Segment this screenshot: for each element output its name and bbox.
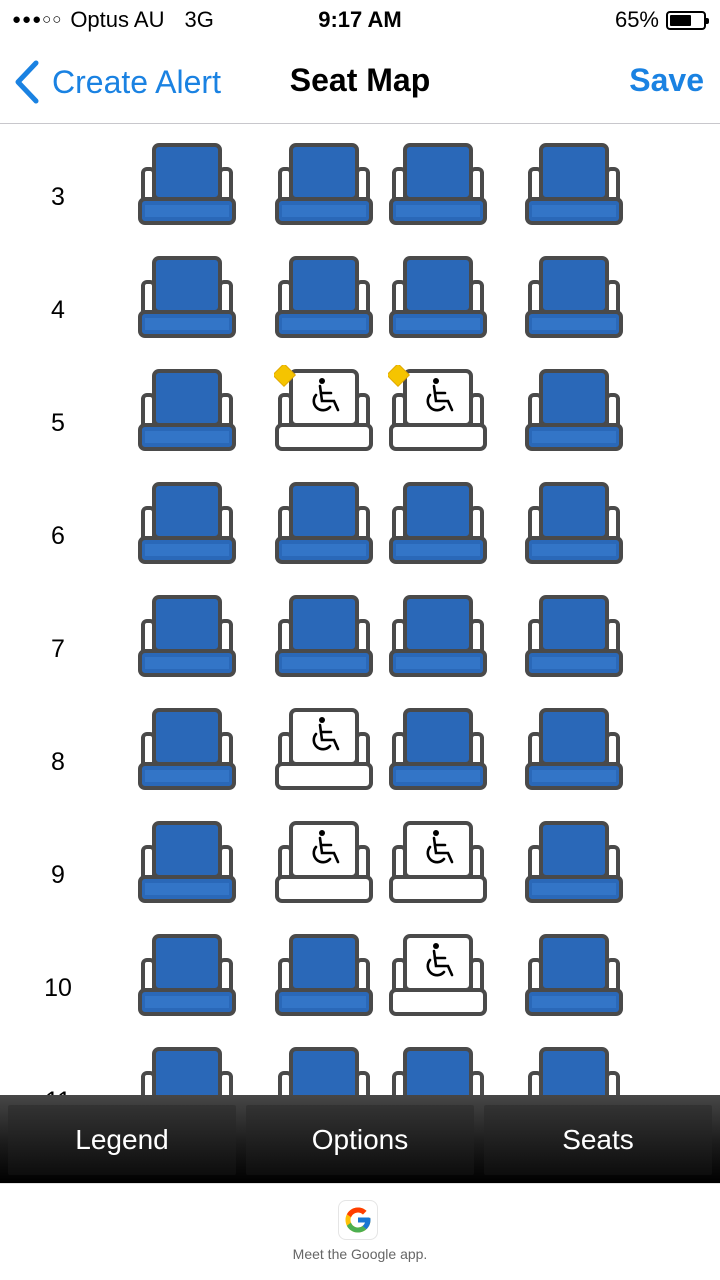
row-number: 6 bbox=[51, 522, 65, 550]
seat-accessible[interactable] bbox=[274, 704, 374, 794]
battery-fill bbox=[670, 14, 691, 26]
signal-strength-icon: ●●●○○ bbox=[12, 10, 63, 28]
seat-standard[interactable] bbox=[388, 704, 488, 794]
seat-standard[interactable] bbox=[137, 1043, 237, 1095]
seat-row: 4 bbox=[0, 252, 720, 352]
seat-map[interactable]: 3 4 5 6 7 8 bbox=[0, 125, 720, 1095]
seat-standard[interactable] bbox=[388, 139, 488, 229]
status-bar: ●●●○○ Optus AU 3G 9:17 AM 65% bbox=[0, 0, 720, 40]
seat-standard[interactable] bbox=[388, 591, 488, 681]
seat-standard[interactable] bbox=[137, 365, 237, 455]
seat-standard[interactable] bbox=[137, 478, 237, 568]
seat-accessible[interactable] bbox=[388, 365, 488, 455]
seat-accessible[interactable] bbox=[388, 817, 488, 907]
seat-standard[interactable] bbox=[524, 139, 624, 229]
seat-standard[interactable] bbox=[274, 930, 374, 1020]
row-number: 3 bbox=[51, 183, 65, 211]
selected-marker-icon bbox=[388, 365, 411, 388]
wheelchair-icon bbox=[426, 943, 454, 977]
seat-row: 8 bbox=[0, 704, 720, 804]
back-button[interactable]: Create Alert bbox=[14, 40, 221, 124]
ad-banner[interactable]: Meet the Google app. bbox=[0, 1183, 720, 1280]
status-right: 65% bbox=[614, 7, 709, 33]
save-button[interactable]: Save bbox=[629, 62, 704, 98]
row-number: 4 bbox=[51, 296, 65, 324]
seat-standard[interactable] bbox=[274, 478, 374, 568]
status-time: 9:17 AM bbox=[318, 7, 402, 32]
seat-standard[interactable] bbox=[524, 365, 624, 455]
seat-standard[interactable] bbox=[137, 252, 237, 342]
seat-standard[interactable] bbox=[524, 1043, 624, 1095]
seat-standard[interactable] bbox=[524, 591, 624, 681]
seat-standard[interactable] bbox=[524, 930, 624, 1020]
selected-marker-icon bbox=[274, 365, 297, 388]
options-button[interactable]: Options bbox=[246, 1105, 474, 1175]
wheelchair-icon bbox=[312, 830, 340, 864]
seat-standard[interactable] bbox=[137, 139, 237, 229]
seats-button[interactable]: Seats bbox=[484, 1105, 712, 1175]
bottom-toolbar: Legend Options Seats bbox=[0, 1095, 720, 1183]
google-g-icon[interactable] bbox=[338, 1200, 378, 1240]
seat-row: 9 bbox=[0, 817, 720, 917]
seat-accessible[interactable] bbox=[274, 365, 374, 455]
seat-accessible[interactable] bbox=[388, 930, 488, 1020]
navigation-bar: Create Alert Seat Map Save bbox=[0, 40, 720, 124]
seat-standard[interactable] bbox=[274, 591, 374, 681]
seat-standard[interactable] bbox=[137, 591, 237, 681]
seat-standard[interactable] bbox=[524, 817, 624, 907]
row-number: 10 bbox=[44, 974, 72, 1002]
ad-text: Meet the Google app. bbox=[292, 1246, 428, 1262]
battery-icon bbox=[666, 10, 709, 30]
seat-standard[interactable] bbox=[137, 704, 237, 794]
seat-standard[interactable] bbox=[388, 1043, 488, 1095]
status-left: ●●●○○ Optus AU 3G bbox=[12, 7, 214, 33]
seat-standard[interactable] bbox=[274, 139, 374, 229]
seat-standard[interactable] bbox=[524, 252, 624, 342]
wheelchair-icon bbox=[426, 830, 454, 864]
seat-standard[interactable] bbox=[388, 478, 488, 568]
seat-row: 5 bbox=[0, 365, 720, 465]
seat-row: 11 bbox=[0, 1043, 720, 1095]
seat-standard[interactable] bbox=[524, 478, 624, 568]
seat-row: 6 bbox=[0, 478, 720, 578]
seat-standard[interactable] bbox=[524, 704, 624, 794]
back-button-label: Create Alert bbox=[52, 63, 221, 100]
wheelchair-icon bbox=[312, 717, 340, 751]
row-number: 5 bbox=[51, 409, 65, 437]
wheelchair-icon bbox=[426, 378, 454, 412]
carrier-name: Optus AU bbox=[70, 7, 165, 32]
row-number: 9 bbox=[51, 861, 65, 889]
seat-standard[interactable] bbox=[137, 817, 237, 907]
seat-standard[interactable] bbox=[137, 930, 237, 1020]
seat-row: 3 bbox=[0, 139, 720, 239]
row-number: 7 bbox=[51, 635, 65, 663]
seat-row: 10 bbox=[0, 930, 720, 1030]
seat-standard[interactable] bbox=[274, 252, 374, 342]
seat-row: 7 bbox=[0, 591, 720, 691]
seat-standard[interactable] bbox=[274, 1043, 374, 1095]
seat-standard[interactable] bbox=[388, 252, 488, 342]
row-number: 11 bbox=[20, 1087, 96, 1095]
google-logo-icon bbox=[345, 1207, 371, 1233]
battery-percent: 65% bbox=[614, 7, 659, 32]
network-type: 3G bbox=[184, 7, 214, 32]
chevron-left-icon bbox=[15, 60, 39, 104]
row-number: 8 bbox=[51, 748, 65, 776]
legend-button[interactable]: Legend bbox=[8, 1105, 236, 1175]
seat-accessible[interactable] bbox=[274, 817, 374, 907]
wheelchair-icon bbox=[312, 378, 340, 412]
